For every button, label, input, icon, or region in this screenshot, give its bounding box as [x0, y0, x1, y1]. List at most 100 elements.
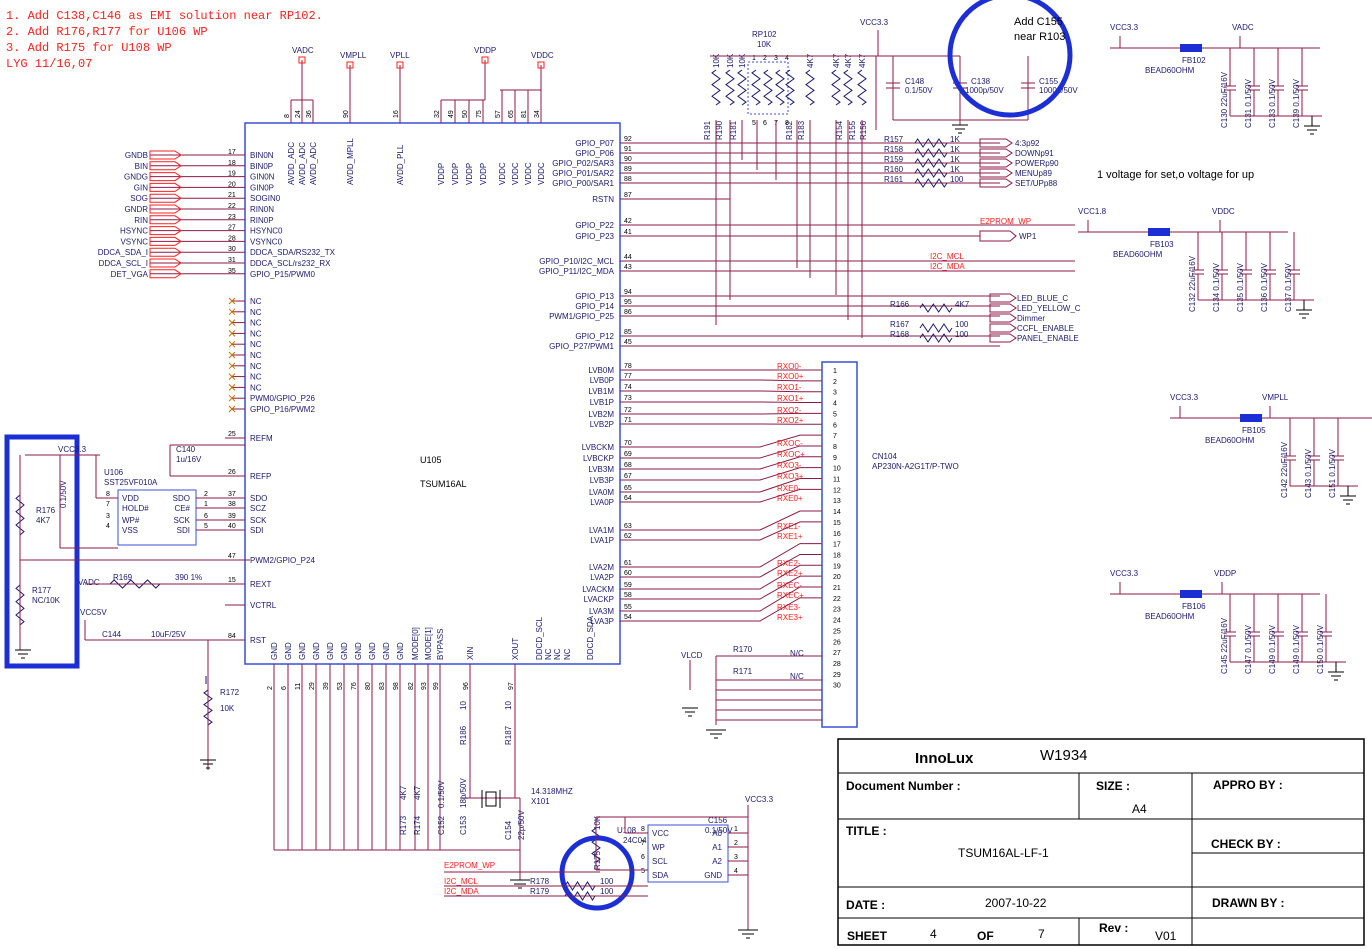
pin-number: 8 [785, 120, 789, 127]
r175-ref: R175 [593, 850, 602, 870]
title-block: InnoLux W1934 Document Number : SIZE : A… [837, 738, 1365, 946]
bottom-parts: 14.318MHZ X101 R173 4K7 R174 4K7 C152 0.… [273, 664, 573, 889]
net-label: RXOC- [777, 439, 803, 448]
pin-number: 15 [228, 577, 236, 584]
pin-name: GPIO_P16/PWM2 [250, 405, 315, 414]
pin-name: BIN0P [250, 162, 273, 171]
pin-name: SDI [250, 526, 263, 535]
c144-val: 10uF/25V [151, 630, 186, 639]
pin-number: 19 [833, 563, 841, 570]
pin-number: 30 [833, 683, 841, 690]
resistor-value: 4K7 [844, 53, 853, 68]
pin-name: LVB2M [588, 410, 614, 419]
u108-part: 24C04 [623, 836, 647, 845]
bead-ref: FB102 [1182, 56, 1206, 65]
pin-name: PWM0/GPIO_P26 [250, 394, 315, 403]
r174-ref: R174 [413, 815, 422, 835]
net-port [979, 168, 1013, 178]
net-port [979, 138, 1013, 148]
rail-label: VDDP [1214, 569, 1236, 578]
pin-name: AVDD_ADC [309, 142, 318, 185]
net-port [989, 303, 1017, 313]
pin-number: 21 [833, 585, 841, 592]
net-port [149, 215, 182, 225]
pin-number: 5 [752, 120, 756, 127]
c138-val: 1000p/50V [965, 86, 1004, 95]
net-label: BIN [135, 162, 149, 171]
pin-number: 1 [734, 826, 738, 833]
pin-number: 6 [833, 422, 837, 429]
bead-value: BEAD60OHM [1113, 250, 1163, 259]
cap-label: C130 22uF/16V [1220, 71, 1229, 128]
pin-name: GIN0N [250, 173, 275, 182]
pin-number: 55 [624, 604, 632, 611]
pin-name: RSTN [592, 195, 614, 204]
of-label: OF [977, 929, 994, 943]
rail-vddp: VDDP [474, 46, 496, 55]
pin-number: 77 [624, 373, 632, 380]
net-label: GNDB [125, 151, 148, 160]
resistor-value: 4K7 [806, 53, 815, 68]
lvds-wire [620, 510, 822, 531]
pin-number: 3 [833, 390, 837, 397]
net-label: CCFL_ENABLE [1017, 324, 1074, 333]
pin-name: GPIO_P01/SAR2 [552, 169, 614, 178]
pin-name: RIN0N [250, 205, 274, 214]
resistor-symbol [805, 69, 815, 106]
pin-name: WP [652, 843, 665, 852]
of-value: 7 [1038, 927, 1045, 941]
rail-vadc: VADC [292, 46, 314, 55]
size-label: SIZE : [1096, 779, 1130, 793]
pin-number: 23 [833, 607, 841, 614]
rp102-ref: RP102 [752, 30, 777, 39]
pin-name: SOGIN0 [250, 194, 281, 203]
pin-number: 65 [624, 485, 632, 492]
pin-name: XOUT [511, 638, 520, 660]
pin-number: 1 [752, 55, 756, 62]
cap-label: C133 0.1/50V [1268, 78, 1277, 128]
pin-number: 7 [106, 501, 110, 508]
pin-number: 80 [365, 682, 372, 690]
pin-number: 97 [508, 682, 515, 690]
no-connect-mark [228, 351, 236, 359]
pin-name: GPIO_P11/I2C_MDA [539, 267, 615, 276]
pin-name: GND [354, 642, 363, 660]
pin-name: NC [544, 648, 553, 660]
resistor-ref: R181 [729, 120, 738, 140]
u108-net-e2prom: E2PROM_WP [444, 861, 495, 870]
pin-name: NC [250, 329, 262, 338]
pin-name: SDA [652, 871, 669, 880]
pin-name: VDDC [524, 162, 533, 185]
e2prom-wp-label: E2PROM_WP [980, 217, 1031, 226]
drawn-label: DRAWN BY : [1212, 896, 1284, 910]
ground-symbol [1340, 486, 1356, 505]
r176-ref: R176 [36, 506, 56, 515]
pin-number: 24 [833, 618, 841, 625]
date-label: DATE : [846, 898, 885, 912]
bead-ref: FB103 [1150, 240, 1174, 249]
cap-label: C151 0.1/50V [1328, 448, 1337, 498]
wp1-label: WP1 [1019, 232, 1037, 241]
pin-name: LVACKM [582, 585, 614, 594]
pin-number: 25 [833, 628, 841, 635]
c154-ref: C154 [504, 820, 513, 840]
r173-val: 4K7 [399, 785, 408, 800]
pin-number: 85 [624, 329, 632, 336]
net-label: RXEC- [777, 581, 802, 590]
resistor-symbol [711, 69, 721, 106]
r171-ref: R171 [733, 667, 753, 676]
lvds-wire [620, 597, 822, 622]
pin-number: 71 [624, 417, 632, 424]
pin-name: VSYNC0 [250, 237, 283, 246]
pin-number: 91 [624, 146, 632, 153]
pin-name: VDDP [451, 163, 460, 185]
cap-label: C142 22uF/16V [1280, 441, 1289, 498]
pin-number: 32 [434, 110, 441, 118]
net-label: RIN [134, 216, 148, 225]
pin-number: 63 [624, 523, 632, 530]
